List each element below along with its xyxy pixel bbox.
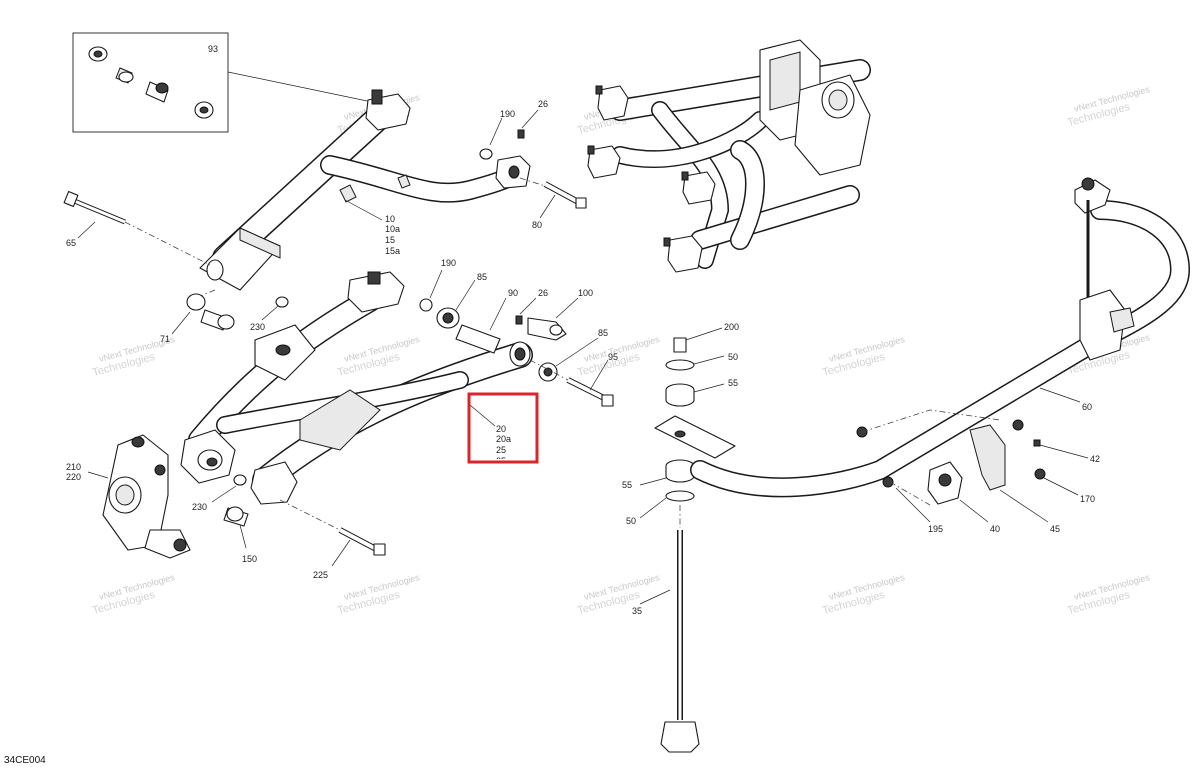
callout-210: 210 bbox=[66, 462, 81, 472]
callout-50a: 50 bbox=[728, 352, 738, 362]
lower-control-arm bbox=[180, 271, 533, 505]
callout-85b: 85 bbox=[598, 328, 608, 338]
lower-rear-fasteners: 190 85 90 26 100 85 95 bbox=[419, 258, 618, 407]
knuckle: 210 220 bbox=[66, 434, 191, 559]
callout-20: 20 bbox=[496, 424, 506, 434]
callout-230b: 230 bbox=[192, 502, 207, 512]
callout-42: 42 bbox=[1090, 454, 1100, 464]
callout-93: 93 bbox=[208, 44, 218, 54]
callout-220: 220 bbox=[66, 472, 81, 482]
callout-80: 80 bbox=[532, 220, 542, 230]
bushing-71: 71 230 bbox=[160, 289, 289, 344]
diagram-code: 34CE004 bbox=[4, 755, 46, 766]
callout-45: 45 bbox=[1050, 524, 1060, 534]
callout-26b: 26 bbox=[538, 288, 548, 298]
callout-lower-arm: 20 20a 25 25a bbox=[467, 392, 539, 466]
callout-200: 200 bbox=[724, 322, 739, 332]
bolt-65: 65 bbox=[63, 191, 211, 266]
callout-65: 65 bbox=[66, 238, 76, 248]
callout-150: 150 bbox=[242, 554, 257, 564]
callout-upper-arm: 10 10a 15 15a bbox=[344, 199, 400, 256]
callout-225: 225 bbox=[313, 570, 328, 580]
callout-20a: 20a bbox=[496, 434, 511, 444]
callout-15a: 15a bbox=[385, 246, 400, 256]
callout-50b: 50 bbox=[626, 516, 636, 526]
sway-bar: 60 42 170 195 40 45 bbox=[690, 177, 1191, 534]
callout-26a: 26 bbox=[538, 99, 548, 109]
highlight-box bbox=[467, 392, 539, 464]
callout-230a: 230 bbox=[250, 322, 265, 332]
callout-10a: 10a bbox=[385, 224, 400, 234]
upper-control-arm bbox=[199, 89, 531, 291]
callout-60: 60 bbox=[1082, 402, 1092, 412]
callout-55b: 55 bbox=[622, 480, 632, 490]
callout-190a: 190 bbox=[500, 109, 515, 119]
upper-rear-fasteners: 190 26 80 bbox=[479, 99, 587, 230]
bushing-icon bbox=[88, 46, 214, 119]
callout-15: 15 bbox=[385, 235, 395, 245]
callout-35: 35 bbox=[632, 606, 642, 616]
chassis-frame bbox=[587, 39, 871, 273]
lower-front-fasteners: 230 150 225 bbox=[192, 474, 386, 580]
callout-25: 25 bbox=[496, 445, 506, 455]
callout-95: 95 bbox=[608, 352, 618, 362]
callout-170: 170 bbox=[1080, 494, 1095, 504]
callout-85a: 85 bbox=[477, 272, 487, 282]
sway-bar-link: 200 50 55 55 50 35 bbox=[622, 322, 739, 753]
callout-90: 90 bbox=[508, 288, 518, 298]
callout-195: 195 bbox=[928, 524, 943, 534]
callout-100: 100 bbox=[578, 288, 593, 298]
inset-bushing-kit: 93 bbox=[72, 32, 373, 133]
callout-25a: 25a bbox=[496, 456, 511, 466]
callout-71: 71 bbox=[160, 334, 170, 344]
callout-55a: 55 bbox=[728, 378, 738, 388]
callout-190b: 190 bbox=[441, 258, 456, 268]
callout-10: 10 bbox=[385, 214, 395, 224]
callout-40: 40 bbox=[990, 524, 1000, 534]
